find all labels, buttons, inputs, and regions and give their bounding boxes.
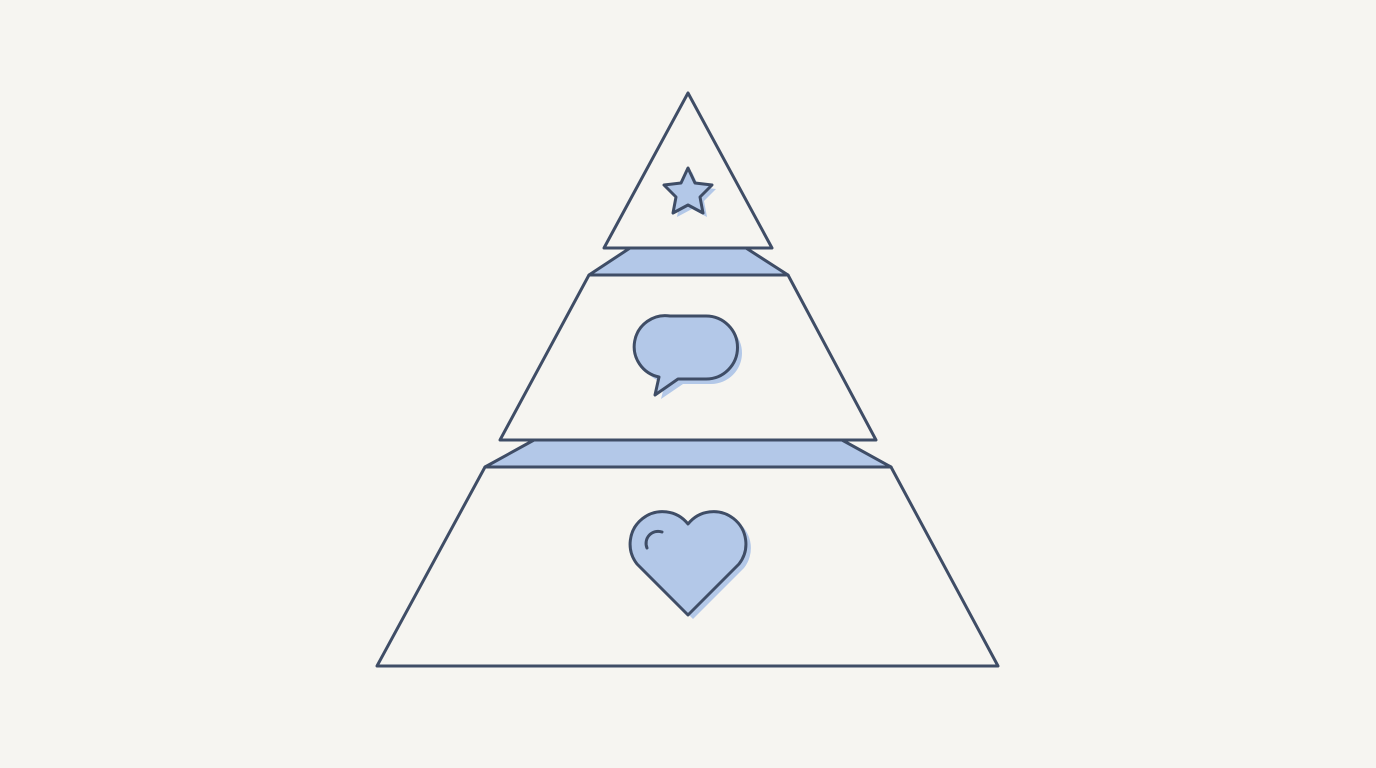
- separator-band-lower: [483, 438, 893, 469]
- heart-icon: [628, 510, 751, 619]
- heart-highlight: [644, 529, 664, 550]
- star-icon: [662, 166, 716, 217]
- speech-bubble-icon: [632, 314, 742, 399]
- separator-band-upper: [587, 246, 790, 277]
